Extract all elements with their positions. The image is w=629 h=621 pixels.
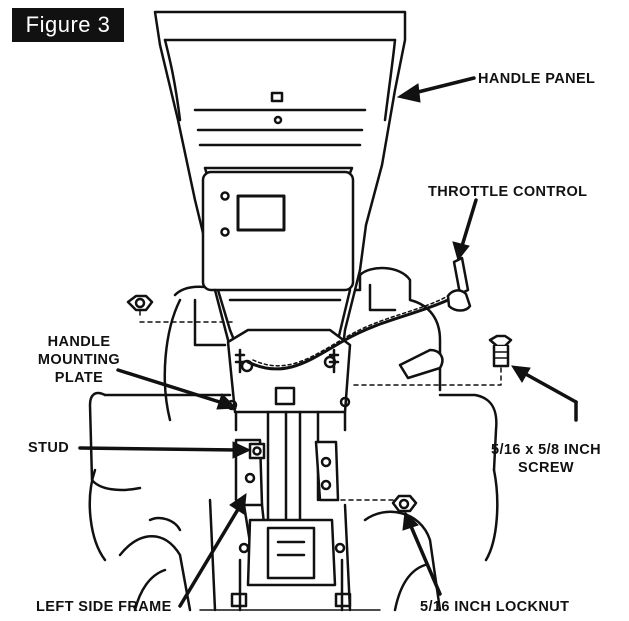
gearbox-housing bbox=[199, 518, 381, 612]
engine-housing-outline bbox=[163, 266, 442, 422]
stud-arrow bbox=[78, 441, 252, 459]
handle-mounting-plate-label: HANDLE MOUNTING PLATE bbox=[24, 333, 134, 387]
handle-mounting-plate-line-3: PLATE bbox=[54, 370, 104, 386]
screw-label: 5/16 x 5/8 INCH SCREW bbox=[466, 441, 626, 477]
screw-label-line-1: 5/16 x 5/8 INCH bbox=[491, 442, 601, 458]
figure-label: Figure 3 bbox=[12, 8, 124, 42]
screw-5-16x5-8 bbox=[349, 334, 513, 386]
throttle-control-label: THROTTLE CONTROL bbox=[428, 184, 588, 200]
locknut-arrow bbox=[402, 510, 442, 596]
handle-panel-label: HANDLE PANEL bbox=[478, 71, 596, 87]
stud-marker bbox=[248, 442, 266, 460]
throttle-cable bbox=[246, 295, 450, 371]
stud-label: STUD bbox=[28, 440, 70, 456]
handle-mounting-plate bbox=[226, 328, 352, 414]
left-side-frame-arrow bbox=[178, 492, 247, 608]
handle-panel-arrow bbox=[396, 76, 476, 103]
hex-nut-top bbox=[126, 294, 236, 323]
tine-shield-outline bbox=[88, 391, 499, 562]
handle-mounting-plate-line-2: MOUNTING bbox=[37, 352, 121, 368]
locknut-label: 5/16 INCH LOCKNUT bbox=[420, 599, 570, 615]
shift-lever bbox=[398, 348, 444, 380]
throttle-control-arrow bbox=[452, 198, 478, 262]
right-side-frame-bracket bbox=[314, 440, 340, 502]
screw-arrow bbox=[511, 365, 578, 422]
handle-panel bbox=[153, 10, 407, 357]
handle-mounting-plate-arrow bbox=[116, 368, 238, 410]
locknut-5-16 bbox=[329, 494, 418, 513]
throttle-control-lever bbox=[446, 256, 472, 312]
screw-label-line-2: SCREW bbox=[518, 460, 574, 476]
handle-mounting-plate-line-1: HANDLE bbox=[47, 334, 111, 350]
left-side-frame-label: LEFT SIDE FRAME bbox=[36, 599, 172, 615]
